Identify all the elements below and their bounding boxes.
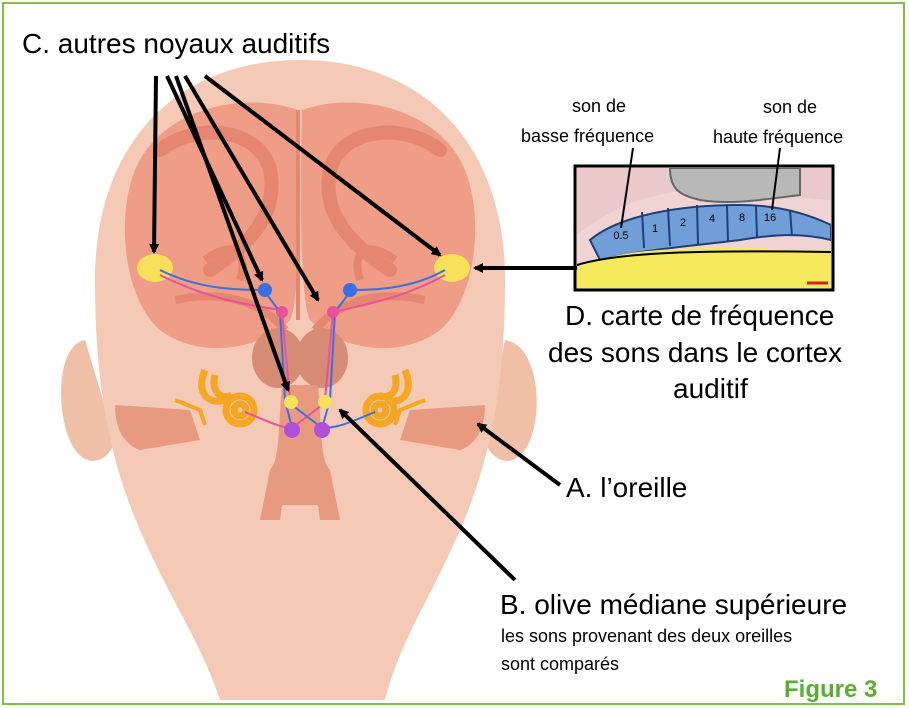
right-upper-nucleus — [343, 283, 357, 297]
right-mid-nucleus — [327, 306, 339, 318]
label-b-olive: B. olive médiane supérieure — [500, 589, 847, 621]
label-high-frequency-line2: haute fréquence — [713, 127, 843, 148]
label-high-frequency-line1: son de — [763, 97, 817, 118]
arrow-c-left-cortex — [154, 76, 156, 252]
label-b-description-line2: sont comparés — [501, 654, 619, 675]
freq-value: 2 — [680, 217, 686, 229]
right-olive-nucleus — [318, 395, 332, 409]
freq-value: 0.5 — [613, 230, 628, 242]
label-c-auditory-nuclei: C. autres noyaux auditifs — [22, 28, 330, 60]
label-d-frequency-map-line2: des sons dans le cortex — [548, 337, 842, 369]
right-cochlear-nucleus — [314, 422, 330, 438]
label-b-description-line1: les sons provenant des deux oreilles — [501, 626, 792, 647]
frequency-map-inset: 0.5 1 2 4 8 16 — [575, 166, 833, 290]
freq-value: 1 — [652, 223, 658, 235]
left-olive-nucleus — [284, 395, 298, 409]
figure-number-label: Figure 3 — [784, 676, 877, 704]
label-a-ear: A. l’oreille — [566, 472, 687, 504]
left-mid-nucleus — [276, 306, 288, 318]
freq-value: 4 — [709, 213, 715, 225]
left-upper-nucleus — [258, 283, 272, 297]
freq-value: 8 — [739, 212, 745, 224]
freq-value: 16 — [764, 212, 776, 224]
label-low-frequency-line1: son de — [572, 96, 626, 117]
label-d-frequency-map-line3: auditif — [673, 373, 748, 405]
thalamus-right — [296, 328, 348, 388]
label-d-frequency-map-line1: D. carte de fréquence — [565, 300, 834, 332]
left-cochlear-nucleus — [284, 422, 300, 438]
label-low-frequency-line2: basse fréquence — [521, 126, 654, 147]
